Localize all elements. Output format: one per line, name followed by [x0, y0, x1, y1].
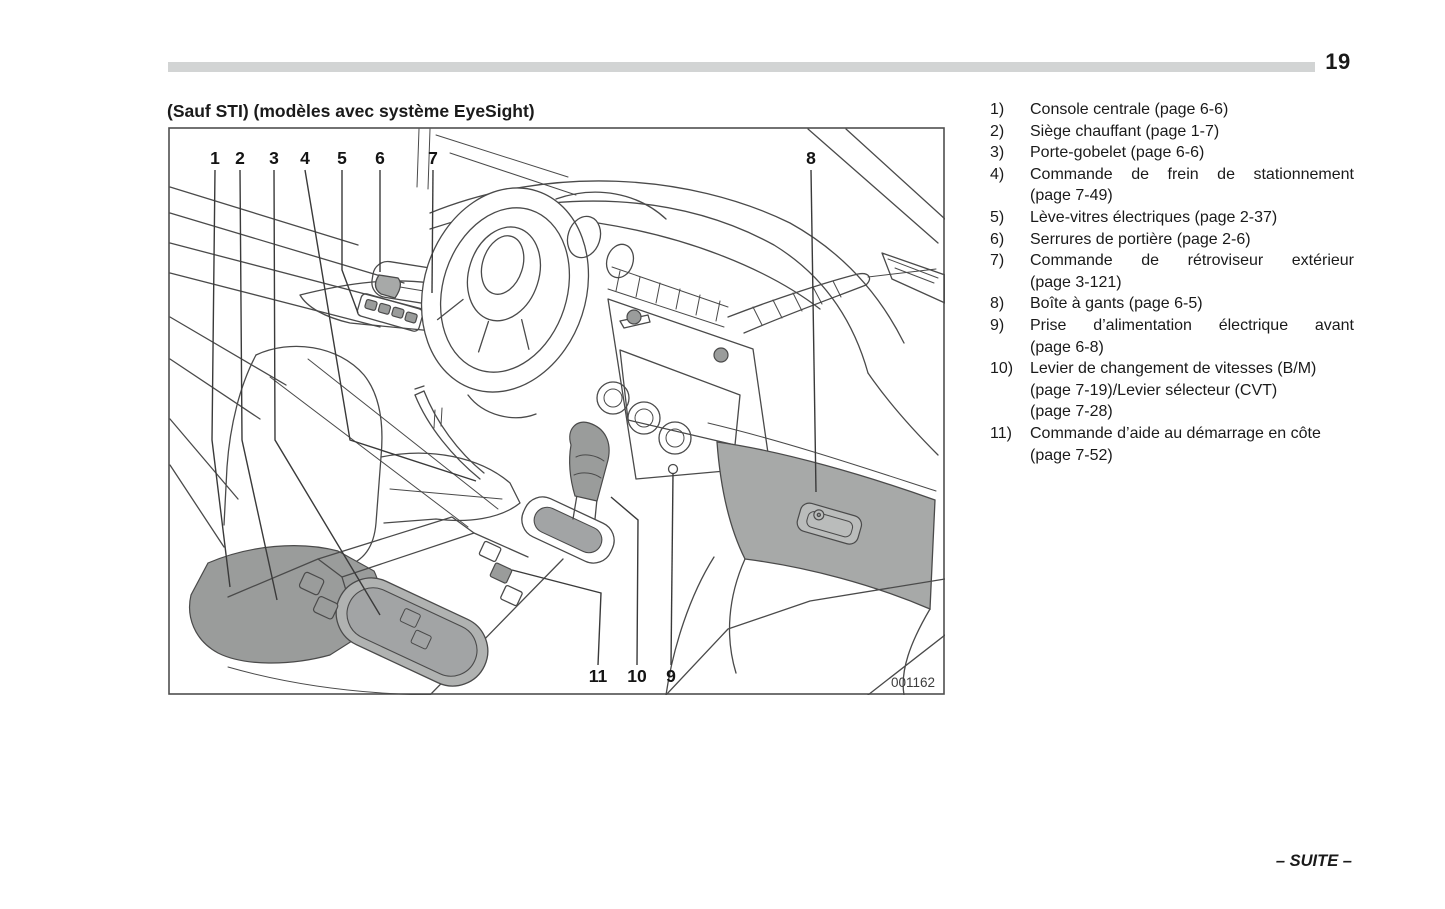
callout-line-1: [211, 169, 231, 588]
callout-line-11: [511, 569, 602, 666]
callout-line-5: [341, 170, 359, 314]
figure-id: 001162: [891, 675, 935, 690]
steering-wheel: [420, 187, 667, 419]
legend-item-line: Commande de frein de stationnement: [1030, 165, 1354, 183]
legend-item-line: Console centrale (page 6-6): [1030, 101, 1229, 118]
legend-item-11: 11) Commande d’aide au démarrage en côte (…: [990, 423, 1354, 466]
legend-item-number: 10): [990, 360, 1014, 378]
interior-diagram-svg: 12 3 4 5 6 7 8 9 10 11 001162: [168, 127, 946, 696]
callout-label-7: 7: [428, 148, 438, 168]
legend-item-line: Boîte à gants (page 6-5): [1030, 295, 1203, 313]
legend-item-number: 3): [990, 144, 1005, 162]
legend-item-6: 6) Serrures de portière (page 2-6): [990, 229, 1354, 251]
callout-line-10: [610, 496, 639, 666]
callout-line-7: [431, 169, 434, 294]
legend-item-text: Siège chauffant (page 1-7): [1030, 121, 1354, 143]
legend-item-line: (page 7-19)/Levier sélecteur (CVT): [1030, 381, 1278, 399]
legend-item-number: 5): [990, 208, 1005, 226]
legend-item-1: 1) Console centrale (page 6-6): [990, 99, 1354, 121]
legend-item-line: Porte-gobelet (page 6-6): [1030, 144, 1205, 162]
callout-label-4: 4: [300, 148, 310, 168]
legend-item-line: Commande d’aide au démarrage en côte: [1030, 424, 1321, 442]
callout-label-5: 5: [337, 148, 347, 168]
legend-list: 1) Console centrale (page 6-6) 2) Siège cha…: [990, 99, 1354, 466]
callout-label-11: 11: [589, 666, 608, 686]
legend-item-text: Commande d’aide au démarrage en côte (pag…: [1030, 423, 1354, 466]
callout-line-2: [239, 169, 278, 601]
legend-item-line: Lève-vitres électriques (page 2-37): [1030, 208, 1278, 226]
page-title: (Sauf STI) (modèles avec système EyeSigh…: [167, 101, 535, 121]
legend-item-number: 1): [990, 101, 1005, 118]
callout-label-10: 10: [627, 666, 647, 686]
legend-item-4: 4) Commande de frein de stationnement (pag…: [990, 164, 1354, 207]
seat-heater-switches: [298, 571, 339, 620]
legend-item-3: 3) Porte-gobelet (page 6-6): [990, 142, 1354, 164]
legend-item-text: Levier de changement de vitesses (B/M) (p…: [1030, 358, 1354, 423]
legend-item-10: 10) Levier de changement de vitesses (B/M…: [990, 358, 1354, 423]
legend-item-line: Prise d’alimentation électrique avant: [1030, 316, 1354, 334]
callout-label-6: 6: [375, 148, 385, 168]
callout-label-9: 9: [666, 666, 676, 686]
header-divider-bar: [168, 62, 1315, 72]
legend-item-text: Prise d’alimentation électrique avant (pa…: [1030, 315, 1354, 358]
console-switch-bank: [478, 540, 523, 607]
legend-item-9: 9) Prise d’alimentation électrique avant (…: [990, 315, 1354, 358]
legend-item-number: 8): [990, 295, 1005, 313]
glove-box: [707, 422, 937, 696]
legend-item-number: 9): [990, 316, 1005, 334]
callout-line-8: [810, 169, 817, 493]
callout-line-9: [670, 472, 674, 666]
legend-item-7: 7) Commande de rétroviseur extérieur (page…: [990, 250, 1354, 293]
legend-item-5: 5) Lève-vitres électriques (page 2-37): [990, 207, 1354, 229]
legend-item-number: 7): [990, 252, 1005, 270]
page-number: 19: [1325, 49, 1351, 74]
callout-label-1: 1: [210, 148, 220, 168]
floor-lines: [665, 578, 946, 696]
legend-item-text: Commande de frein de stationnement (page …: [1030, 164, 1354, 207]
legend-item-line: Serrures de portière (page 2-6): [1030, 230, 1251, 248]
callout-label-3: 3: [269, 148, 279, 168]
legend-item-line: Levier de changement de vitesses (B/M): [1030, 360, 1317, 378]
legend-item-line: (page 7-49): [1030, 187, 1113, 205]
callout-line-3: [273, 169, 381, 616]
legend-item-text: Commande de rétroviseur extérieur (page 3…: [1030, 250, 1354, 293]
legend-item-2: 2) Siège chauffant (page 1-7): [990, 121, 1354, 143]
legend-item-text: Serrures de portière (page 2-6): [1030, 229, 1354, 251]
legend-item-line: (page 3-121): [1030, 273, 1122, 291]
legend-item-text: Boîte à gants (page 6-5): [1030, 293, 1354, 315]
door-handle: [371, 260, 461, 308]
legend-item-text: Lève-vitres électriques (page 2-37): [1030, 207, 1354, 229]
legend-item-text: Porte-gobelet (page 6-6): [1030, 142, 1354, 164]
legend-item-line: (page 6-8): [1030, 338, 1104, 356]
legend-item-line: Commande de rétroviseur extérieur: [1030, 252, 1354, 270]
legend-item-number: 11): [990, 424, 1012, 442]
window-switches: [356, 293, 424, 332]
legend-item-8: 8) Boîte à gants (page 6-5): [990, 293, 1354, 315]
door-panel: [169, 128, 577, 548]
legend-item-line: (page 7-52): [1030, 446, 1113, 464]
legend-item-text: Console centrale (page 6-6): [1030, 99, 1354, 121]
legend-item-number: 6): [990, 230, 1005, 248]
gear-shifter: [521, 421, 615, 564]
legend-item-number: 4): [990, 165, 1005, 183]
legend-item-line: (page 7-28): [1030, 403, 1113, 421]
callout-label-2: 2: [235, 148, 245, 168]
parking-brake: [414, 385, 485, 480]
legend-item-line: Siège chauffant (page 1-7): [1030, 122, 1220, 140]
callout-line-4: [304, 169, 477, 482]
suite-footer: – SUITE –: [1275, 852, 1352, 870]
callout-label-8: 8: [806, 148, 816, 168]
legend-item-number: 2): [990, 122, 1005, 140]
